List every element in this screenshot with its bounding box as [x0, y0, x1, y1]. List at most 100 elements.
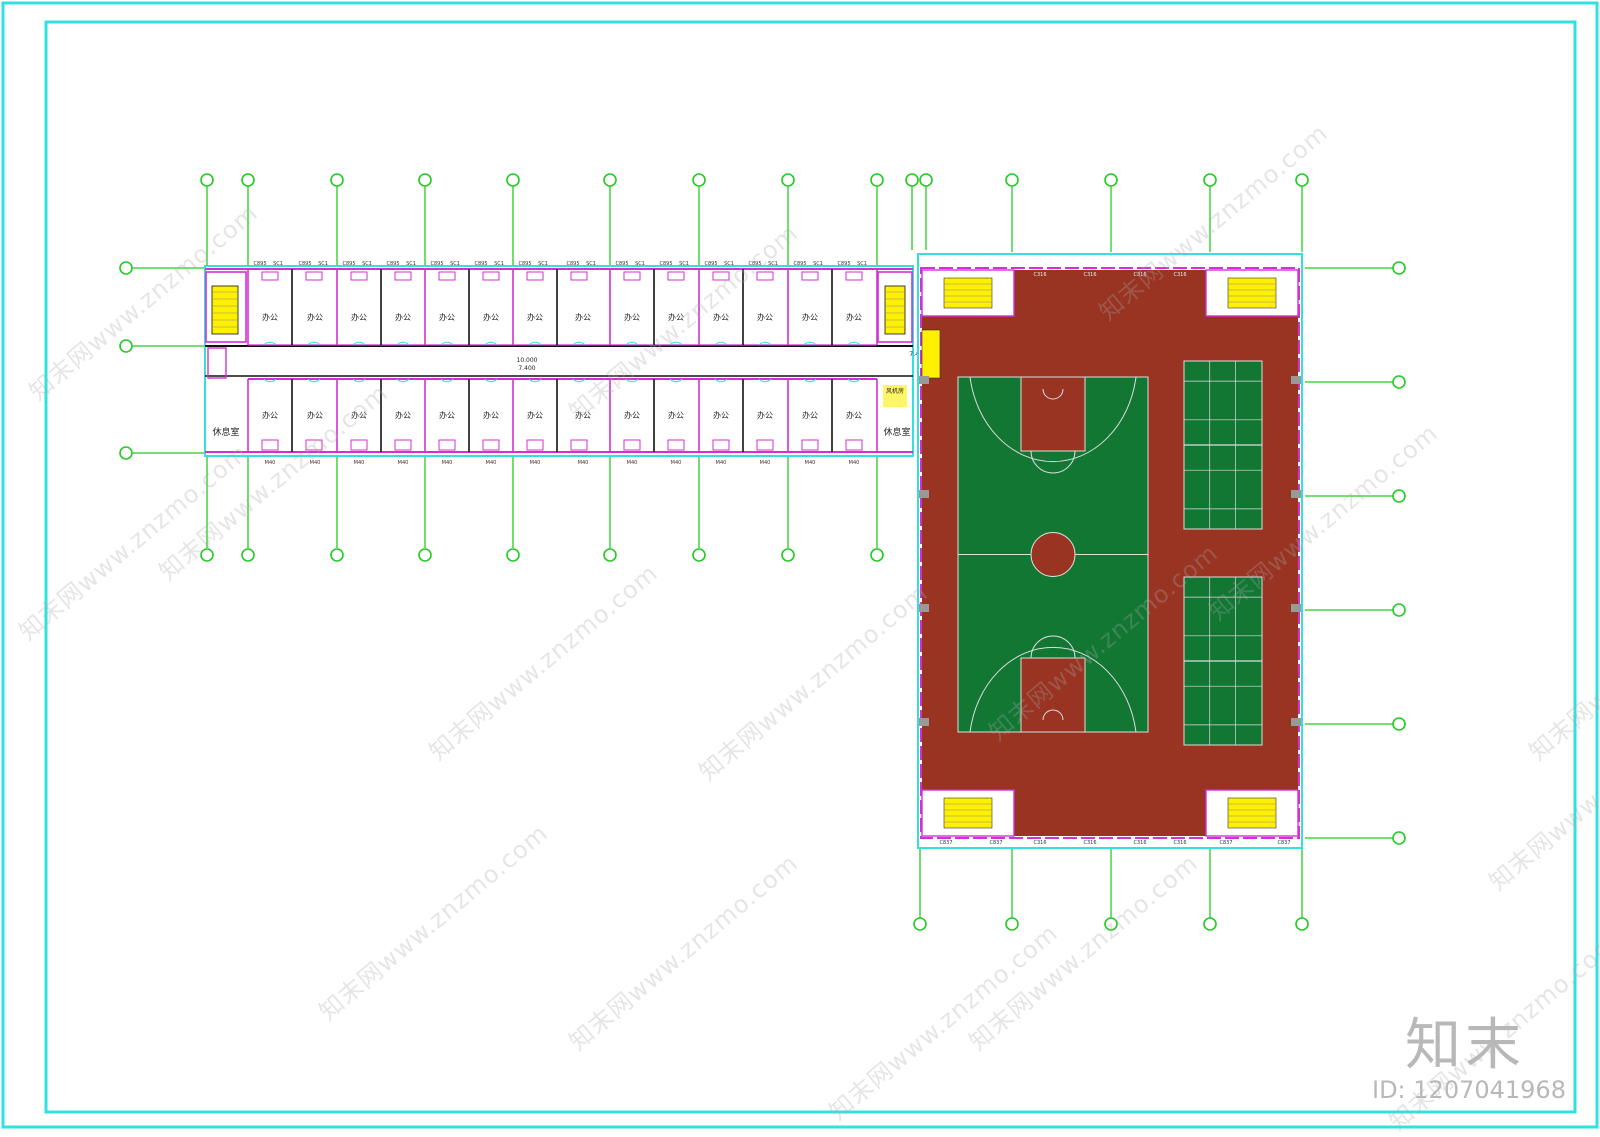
window-tag: M40	[760, 460, 771, 466]
rest-room-label: 休息室	[212, 426, 239, 438]
window-box	[305, 271, 323, 281]
window-tag: M40	[354, 460, 365, 466]
window-tag: M40	[671, 460, 682, 466]
window-tag: M40	[805, 460, 816, 466]
window-tag: C837	[989, 840, 1002, 846]
axis-bubble	[870, 173, 884, 187]
stair-gym-nw	[943, 277, 993, 309]
room-label: 办公	[307, 312, 323, 322]
room-label: 办公	[668, 410, 684, 420]
room-label: 办公	[846, 312, 862, 322]
axis-bubble	[506, 173, 520, 187]
room-label: 办公	[575, 312, 591, 322]
axis-bubble	[919, 173, 933, 187]
door-swing	[263, 341, 277, 346]
window-tag: C895	[793, 261, 806, 267]
column-marker	[919, 604, 929, 612]
room-label: 办公	[575, 410, 591, 420]
elevation-label: 10.000	[517, 357, 538, 364]
window-box	[438, 271, 456, 281]
window-tag: SC1	[450, 261, 460, 267]
room-label: 办公	[527, 312, 543, 322]
rim-arc	[1042, 709, 1064, 721]
sink-box	[482, 439, 500, 451]
axis-bubble	[418, 548, 432, 562]
window-tag: M40	[486, 460, 497, 466]
axis-bubble	[603, 548, 617, 562]
window-box	[482, 271, 500, 281]
window-tag: C895	[704, 261, 717, 267]
axis-bubble	[1392, 261, 1406, 275]
window-box	[261, 271, 279, 281]
room-label: 办公	[307, 410, 323, 420]
stair-gym-ne	[1227, 277, 1277, 309]
axis-bubble	[200, 548, 214, 562]
door-swing	[669, 378, 683, 383]
stair-gym-se	[1227, 797, 1277, 829]
free-throw-arc	[1030, 635, 1076, 659]
door-swing	[528, 378, 542, 383]
axis-bubble	[1392, 717, 1406, 731]
axis-bubble	[1392, 603, 1406, 617]
window-tag: SC1	[362, 261, 372, 267]
brand-logo: 知末	[1405, 1013, 1525, 1078]
axis-bubble	[1203, 173, 1217, 187]
window-tag: SC1	[768, 261, 778, 267]
window-tag: C316	[1083, 840, 1096, 846]
room-label: 办公	[262, 312, 278, 322]
rest-room-label: 休息室	[883, 426, 910, 438]
room-label: 办公	[624, 312, 640, 322]
axis-bubble	[119, 261, 133, 275]
room-label: 办公	[713, 410, 729, 420]
door-swing	[669, 341, 683, 346]
axis-bubble	[1392, 375, 1406, 389]
door-swing	[440, 341, 454, 346]
axis-bubble	[1295, 173, 1309, 187]
column-marker	[1291, 490, 1301, 498]
window-tag: C316	[1133, 840, 1146, 846]
sink-box	[305, 439, 323, 451]
window-tag: SC1	[318, 261, 328, 267]
door-swing	[625, 341, 639, 346]
room-label: 办公	[483, 410, 499, 420]
door-swing	[263, 378, 277, 383]
window-box	[845, 271, 863, 281]
window-tag: C895	[566, 261, 579, 267]
window-tag: SC1	[406, 261, 416, 267]
axis-bubble	[1005, 917, 1019, 931]
window-tag: C895	[253, 261, 266, 267]
free-throw-arc	[1030, 450, 1076, 474]
window-tag: SC1	[586, 261, 596, 267]
door-swing	[803, 341, 817, 346]
gym-wall	[920, 267, 1300, 839]
room-label: 办公	[262, 410, 278, 420]
corner-landing	[207, 347, 227, 379]
sink-box	[438, 439, 456, 451]
room-label: 办公	[757, 410, 773, 420]
axis-bubble	[781, 173, 795, 187]
room-label: 办公	[439, 410, 455, 420]
room-label: 办公	[483, 312, 499, 322]
room-label: 办公	[395, 410, 411, 420]
window-tag: C895	[518, 261, 531, 267]
center-circle	[1030, 532, 1076, 577]
grid-axes	[119, 173, 1406, 931]
window-tag: C895	[386, 261, 399, 267]
column-marker	[919, 718, 929, 726]
rim-arc	[1042, 388, 1064, 400]
axis-bubble	[506, 548, 520, 562]
room-label: 办公	[757, 312, 773, 322]
window-tag: SC1	[679, 261, 689, 267]
door-swing	[528, 341, 542, 346]
axis-bubble	[603, 173, 617, 187]
axis-bubble	[1104, 173, 1118, 187]
room-label: 办公	[668, 312, 684, 322]
column-marker	[1291, 718, 1301, 726]
sink-box	[756, 439, 774, 451]
stair-right	[884, 285, 906, 335]
window-box	[350, 271, 368, 281]
wing-outline	[204, 265, 914, 457]
sink-box	[712, 439, 730, 451]
window-box	[801, 271, 819, 281]
